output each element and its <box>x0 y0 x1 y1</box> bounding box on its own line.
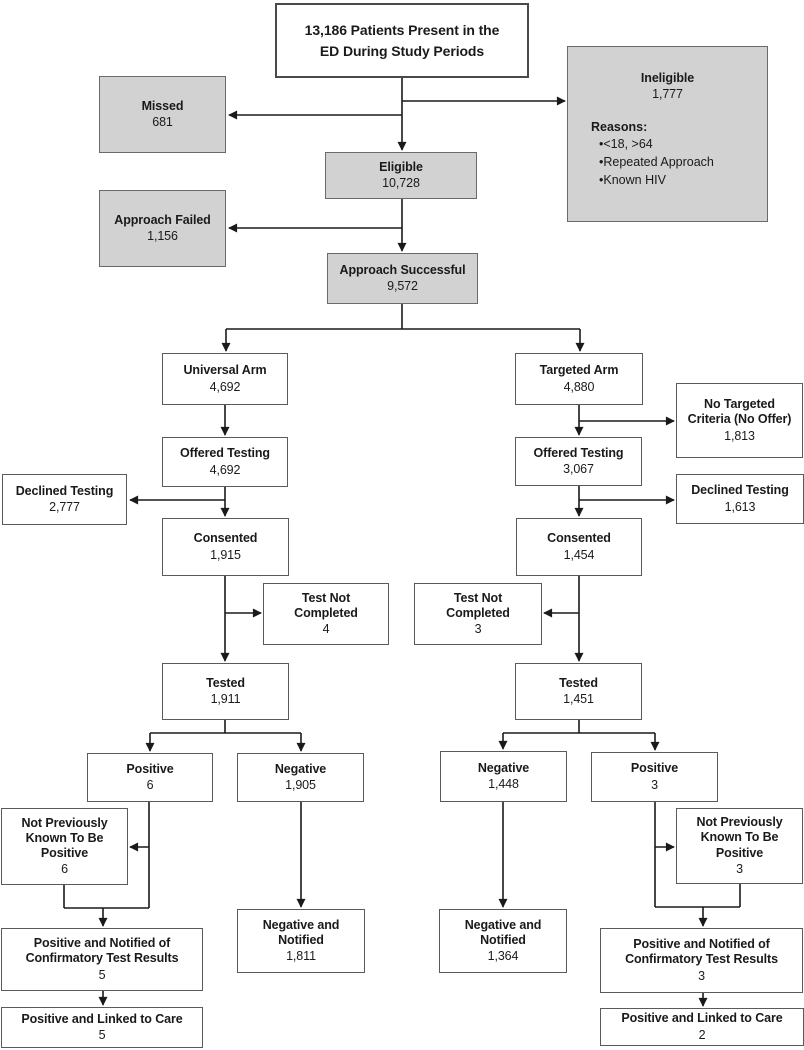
test-not-completed-targeted-value: 3 <box>474 622 482 637</box>
box-positive-notified-targeted: Positive and Notified of Confirmatory Te… <box>600 928 803 993</box>
reason-item: •Known HIV <box>599 173 666 187</box>
reasons-title: Reasons: <box>591 119 648 134</box>
box-eligible: Eligible 10,728 <box>325 152 477 199</box>
no-targeted-criteria-value: 1,813 <box>724 428 755 443</box>
ineligible-reasons: Reasons: •<18, >64 •Repeated Approach •Kno… <box>571 119 764 190</box>
test-not-completed-universal-label: Test Not Completed <box>294 590 358 620</box>
positive-linked-targeted-value: 2 <box>698 1027 706 1042</box>
negative-notified-targeted-label: Negative and Notified <box>464 917 542 947</box>
approach-failed-value: 1,156 <box>147 229 178 243</box>
not-previously-known-targeted-label: Not Previously Known To Be Positive <box>696 815 783 860</box>
declined-testing-targeted-label: Declined Testing <box>691 483 789 498</box>
positive-targeted-label: Positive <box>630 761 679 776</box>
tested-targeted-label: Tested <box>559 675 598 690</box>
box-approach-failed: Approach Failed 1,156 <box>99 190 226 267</box>
ineligible-value: 1,777 <box>652 87 683 102</box>
box-negative-targeted: Negative 1,448 <box>440 751 567 802</box>
box-no-targeted-criteria: No Targeted Criteria (No Offer) 1,813 <box>676 383 803 458</box>
positive-linked-targeted-label: Positive and Linked to Care <box>621 1011 783 1026</box>
title-label: 13,186 Patients Present in the ED During… <box>304 22 500 59</box>
box-consented-universal: Consented 1,915 <box>162 518 289 576</box>
offered-testing-targeted-label: Offered Testing <box>533 445 624 460</box>
box-declined-testing-targeted: Declined Testing 1,613 <box>676 474 804 524</box>
box-tested-targeted: Tested 1,451 <box>515 663 642 720</box>
box-not-previously-known-universal: Not Previously Known To Be Positive 6 <box>1 808 128 885</box>
test-not-completed-universal-value: 4 <box>322 622 330 637</box>
box-positive-linked-targeted: Positive and Linked to Care 2 <box>600 1008 804 1046</box>
declined-testing-universal-label: Declined Testing <box>15 483 114 498</box>
approach-successful-label: Approach Successful <box>339 262 466 277</box>
approach-failed-label: Approach Failed <box>114 212 211 227</box>
not-previously-known-universal-value: 6 <box>61 862 68 877</box>
box-test-not-completed-universal: Test Not Completed 4 <box>263 583 389 645</box>
not-previously-known-targeted-value: 3 <box>736 861 743 876</box>
box-declined-testing-universal: Declined Testing 2,777 <box>2 474 127 525</box>
negative-targeted-label: Negative <box>477 760 530 775</box>
box-offered-testing-targeted: Offered Testing 3,067 <box>515 437 642 486</box>
box-tested-universal: Tested 1,911 <box>162 663 289 720</box>
positive-notified-universal-value: 5 <box>98 967 106 982</box>
tested-targeted-value: 1,451 <box>563 692 594 706</box>
consented-targeted-value: 1,454 <box>563 547 595 562</box>
missed-label: Missed <box>141 98 184 113</box>
box-negative-universal: Negative 1,905 <box>237 753 364 802</box>
positive-linked-universal-value: 5 <box>98 1028 106 1042</box>
negative-notified-universal-label: Negative and Notified <box>262 917 340 947</box>
approach-successful-value: 9,572 <box>387 279 418 293</box>
box-title: 13,186 Patients Present in the ED During… <box>275 3 529 78</box>
tested-universal-value: 1,911 <box>210 692 241 706</box>
no-targeted-criteria-label: No Targeted Criteria (No Offer) <box>687 397 792 427</box>
negative-universal-value: 1,905 <box>285 778 316 792</box>
box-ineligible: Ineligible 1,777 Reasons: •<18, >64 •Repe… <box>567 46 768 222</box>
positive-notified-targeted-label: Positive and Notified of Confirmatory Te… <box>625 937 778 967</box>
tested-universal-label: Tested <box>206 675 245 690</box>
box-approach-successful: Approach Successful 9,572 <box>327 253 478 304</box>
positive-notified-targeted-value: 3 <box>698 968 705 983</box>
eligible-label: Eligible <box>379 159 423 174</box>
negative-notified-universal-value: 1,811 <box>286 949 316 964</box>
box-universal-arm: Universal Arm 4,692 <box>162 353 288 405</box>
targeted-arm-label: Targeted Arm <box>539 363 619 378</box>
positive-universal-label: Positive <box>126 761 174 776</box>
test-not-completed-targeted-label: Test Not Completed <box>446 590 510 620</box>
missed-value: 681 <box>152 115 173 129</box>
box-not-previously-known-targeted: Not Previously Known To Be Positive 3 <box>676 808 803 884</box>
offered-testing-universal-value: 4,692 <box>209 462 241 477</box>
box-missed: Missed 681 <box>99 76 226 153</box>
consented-universal-value: 1,915 <box>210 547 241 562</box>
positive-notified-universal-label: Positive and Notified of Confirmatory Te… <box>25 936 179 966</box>
box-positive-targeted: Positive 3 <box>591 752 718 802</box>
ineligible-label: Ineligible <box>640 71 695 85</box>
box-offered-testing-universal: Offered Testing 4,692 <box>162 437 288 487</box>
positive-linked-universal-label: Positive and Linked to Care <box>21 1011 183 1026</box>
targeted-arm-value: 4,880 <box>563 379 595 394</box>
box-positive-linked-universal: Positive and Linked to Care 5 <box>1 1007 203 1048</box>
box-negative-notified-universal: Negative and Notified 1,811 <box>237 909 365 973</box>
declined-testing-targeted-value: 1,613 <box>724 499 756 514</box>
offered-testing-universal-label: Offered Testing <box>180 446 270 461</box>
universal-arm-value: 4,692 <box>209 379 241 394</box>
box-negative-notified-targeted: Negative and Notified 1,364 <box>439 909 567 973</box>
universal-arm-label: Universal Arm <box>183 363 267 378</box>
declined-testing-universal-value: 2,777 <box>49 500 80 514</box>
reason-item: •<18, >64 <box>599 136 653 151</box>
reason-item: •Repeated Approach <box>599 154 714 169</box>
box-positive-notified-universal: Positive and Notified of Confirmatory Te… <box>1 928 203 991</box>
box-positive-universal: Positive 6 <box>87 753 213 802</box>
eligible-value: 10,728 <box>382 176 420 190</box>
box-targeted-arm: Targeted Arm 4,880 <box>515 353 643 405</box>
positive-targeted-value: 3 <box>651 777 658 792</box>
not-previously-known-universal-label: Not Previously Known To Be Positive <box>21 815 108 861</box>
negative-universal-label: Negative <box>274 761 327 776</box>
reasons-list: •<18, >64 •Repeated Approach •Known HIV <box>591 135 764 189</box>
consented-universal-label: Consented <box>193 531 258 546</box>
negative-notified-targeted-value: 1,364 <box>487 949 519 964</box>
box-test-not-completed-targeted: Test Not Completed 3 <box>414 583 542 645</box>
consented-targeted-label: Consented <box>547 531 611 546</box>
offered-testing-targeted-value: 3,067 <box>563 462 594 476</box>
negative-targeted-value: 1,448 <box>488 777 519 791</box>
box-consented-targeted: Consented 1,454 <box>516 518 642 576</box>
positive-universal-value: 6 <box>146 778 154 792</box>
